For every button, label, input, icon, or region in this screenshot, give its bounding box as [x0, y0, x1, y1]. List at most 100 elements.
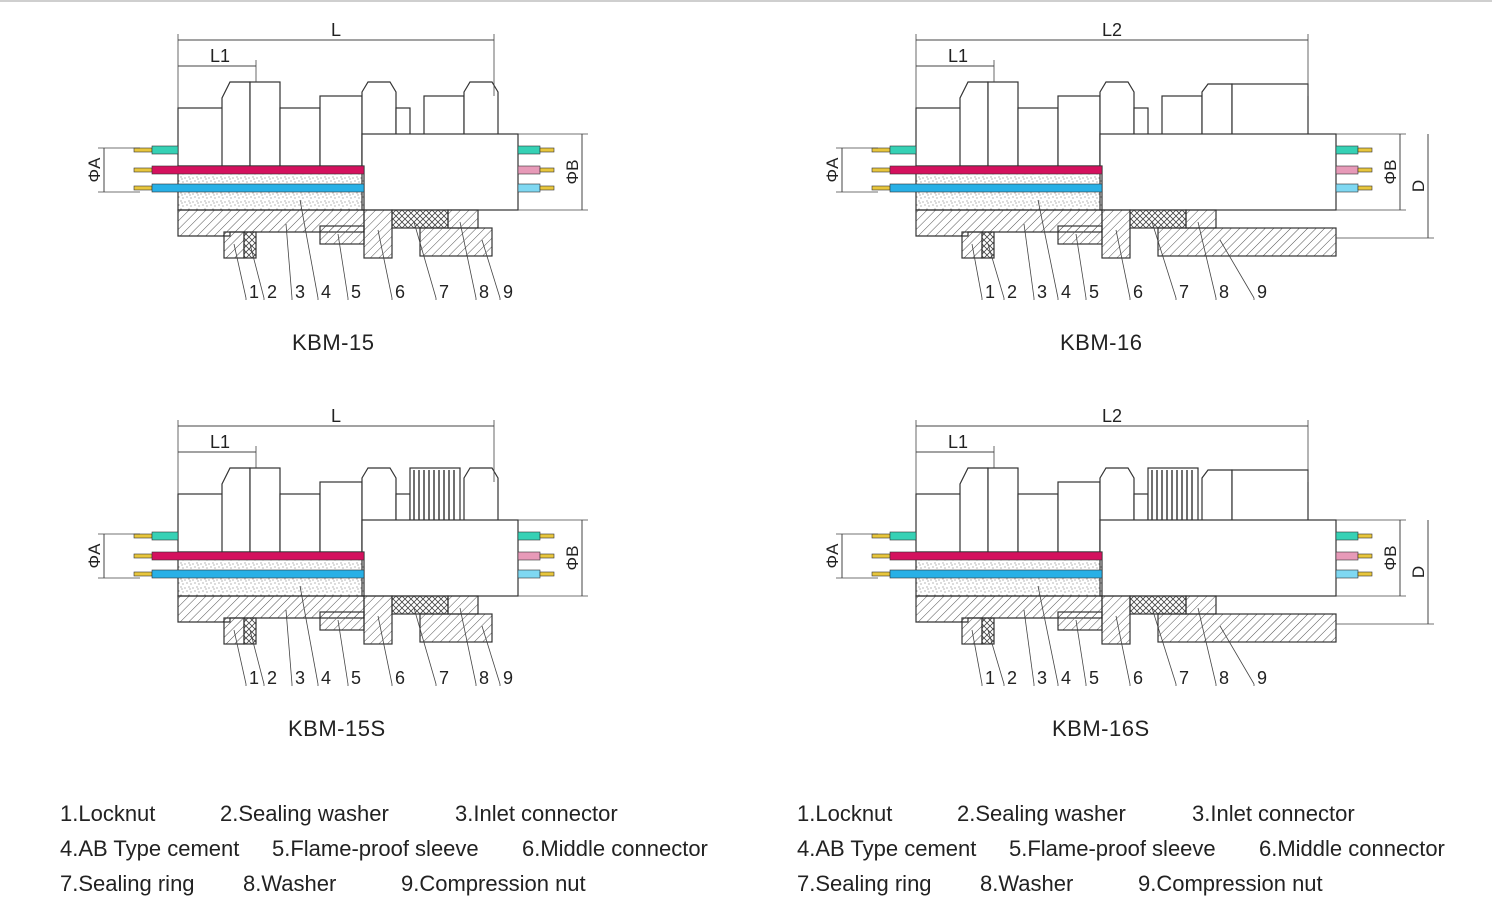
- dim-label-total: L: [331, 20, 341, 40]
- flame-proof-sleeve: [1057, 611, 1103, 631]
- locknut-upper: [959, 467, 989, 553]
- leader-line: [987, 243, 1005, 299]
- wire-teal-left: [889, 145, 917, 155]
- outlet-housing: [361, 519, 519, 597]
- wire-tip: [1357, 185, 1373, 191]
- part-number: 4: [1061, 668, 1071, 688]
- dim-label-a: ΦA: [823, 157, 842, 183]
- outlet-housing: [361, 133, 519, 211]
- leader-line: [413, 221, 437, 299]
- wire-tip: [539, 533, 555, 539]
- part-number: 8: [1219, 668, 1229, 688]
- part-number: 1: [985, 282, 995, 302]
- legend-row: 7.Sealing ring 8.Washer 9.Compression nu…: [797, 866, 1487, 901]
- inlet-neck: [279, 107, 321, 167]
- middle-body-upper: [319, 481, 363, 553]
- dim-label-b: ΦB: [563, 546, 582, 571]
- leader-line: [299, 585, 319, 685]
- wire-cyan-left: [151, 183, 365, 193]
- part-number: 8: [1219, 282, 1229, 302]
- legend-item: 4.AB Type cement: [60, 836, 240, 861]
- legend-item: 2.Sealing washer: [957, 801, 1126, 826]
- wire-cyan-right: [1335, 183, 1359, 193]
- part-number: 3: [295, 282, 305, 302]
- legend-item: 1.Locknut: [60, 801, 156, 826]
- dim-label-a: ΦA: [85, 543, 104, 569]
- wire-teal-right: [1335, 145, 1359, 155]
- wire-magenta-right: [517, 551, 541, 561]
- legend-item: 7.Sealing ring: [797, 871, 932, 896]
- inlet-connector-body: [915, 493, 965, 553]
- leader-line: [377, 229, 393, 299]
- washer-section: [1185, 209, 1217, 229]
- leader-line: [481, 625, 501, 685]
- wire-tip: [871, 553, 891, 559]
- legend-item: 5.Flame-proof sleeve: [1009, 836, 1216, 861]
- legend-left: 1.Locknut 2.Sealing washer 3.Inlet conne…: [60, 796, 740, 901]
- wire-tip: [133, 147, 153, 153]
- middle-body-upper: [1057, 481, 1101, 553]
- wire-tip: [539, 571, 555, 577]
- leader-line: [233, 629, 247, 685]
- part-number: 4: [1061, 282, 1071, 302]
- part-number: 6: [1133, 282, 1143, 302]
- wire-tip: [1357, 533, 1373, 539]
- compression-nut-section: [1157, 227, 1337, 257]
- legend-item: 6.Middle connector: [522, 836, 708, 861]
- middle-connector-section: [363, 595, 393, 645]
- wire-cyan-right: [1335, 569, 1359, 579]
- part-number: 2: [267, 668, 277, 688]
- dim-label-b: ΦB: [1381, 546, 1400, 571]
- leader-line: [971, 629, 983, 685]
- part-number: 2: [1007, 668, 1017, 688]
- leader-line: [285, 223, 293, 299]
- flame-proof-sleeve: [319, 225, 365, 245]
- part-number: 9: [503, 282, 513, 302]
- wire-teal-right: [517, 531, 541, 541]
- part-number: 7: [439, 668, 449, 688]
- hex-nut-upper: [249, 467, 281, 553]
- leader-line: [337, 233, 349, 299]
- part-number: 6: [395, 282, 405, 302]
- leader-line: [249, 243, 265, 299]
- wire-magenta-left: [151, 165, 365, 175]
- washer-section: [447, 595, 479, 615]
- leader-line: [481, 239, 501, 299]
- sealing-ring-section: [1129, 595, 1187, 615]
- leader-line: [459, 607, 477, 685]
- legend-row: 1.Locknut 2.Sealing washer 3.Inlet conne…: [60, 796, 740, 831]
- dim-label-b: ΦB: [1381, 160, 1400, 185]
- leader-line: [987, 629, 1005, 685]
- wire-tip: [539, 167, 555, 173]
- leader-line: [377, 615, 393, 685]
- part-number: 8: [479, 282, 489, 302]
- inlet-connector-body: [177, 493, 227, 553]
- compression-nut-section: [419, 613, 493, 643]
- wire-teal-left: [889, 531, 917, 541]
- legend-item: 2.Sealing washer: [220, 801, 389, 826]
- wire-tip: [1357, 571, 1373, 577]
- wire-magenta-left: [151, 551, 365, 561]
- part-number: 6: [1133, 668, 1143, 688]
- wire-magenta-left: [889, 165, 1103, 175]
- dim-label-l1: L1: [948, 432, 968, 452]
- leader-line: [1023, 223, 1035, 299]
- leader-line: [1115, 229, 1131, 299]
- legend-row: 4.AB Type cement 5.Flame-proof sleeve 6.…: [797, 831, 1487, 866]
- dim-label-a: ΦA: [823, 543, 842, 569]
- part-number: 6: [395, 668, 405, 688]
- part-number: 8: [479, 668, 489, 688]
- leader-line: [1151, 607, 1177, 685]
- part-number: 3: [295, 668, 305, 688]
- leader-line: [1037, 199, 1059, 299]
- part-number: 1: [249, 668, 259, 688]
- wire-tip: [539, 553, 555, 559]
- outlet-housing: [1099, 519, 1337, 597]
- part-number: 5: [351, 668, 361, 688]
- part-number: 4: [321, 282, 331, 302]
